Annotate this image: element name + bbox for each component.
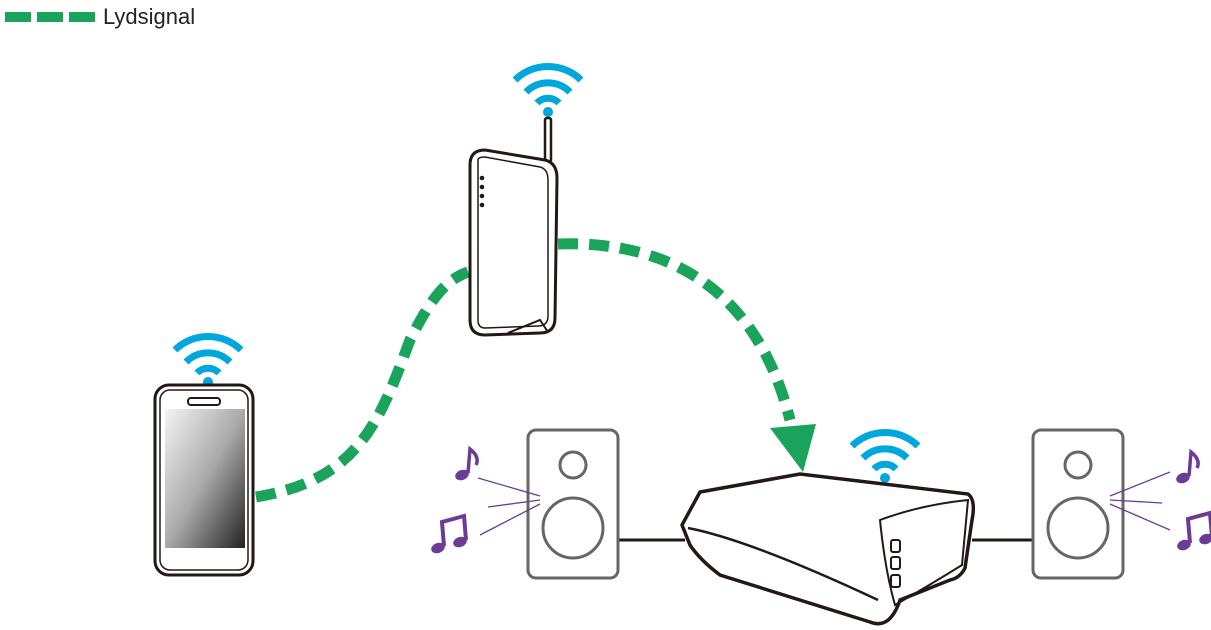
right-speaker-icon	[1031, 428, 1125, 580]
wifi-icon	[852, 432, 918, 483]
wifi-icon	[515, 66, 581, 117]
legend-label: Lydsignal	[103, 4, 196, 29]
wifi-icon	[175, 336, 241, 387]
music-note-icon	[427, 514, 471, 558]
music-note-icon	[451, 447, 479, 484]
arrow-head-icon	[770, 424, 816, 472]
signal-path-router-amp	[557, 238, 796, 422]
music-note-icon	[1172, 450, 1200, 487]
music-note-icon	[1173, 511, 1211, 555]
sound-waves-right	[1109, 471, 1171, 531]
signal-path-phone-router	[255, 266, 471, 503]
smartphone-icon	[153, 336, 255, 577]
router-icon	[468, 66, 581, 337]
legend-dash-icon	[5, 12, 31, 22]
legend-dash-icon	[37, 12, 63, 22]
left-speaker-icon	[526, 428, 620, 580]
legend: Lydsignal	[5, 4, 195, 30]
legend-dash-icon	[69, 12, 95, 22]
wireless-speaker-device-icon	[680, 432, 976, 626]
sound-waves-left	[477, 477, 541, 536]
